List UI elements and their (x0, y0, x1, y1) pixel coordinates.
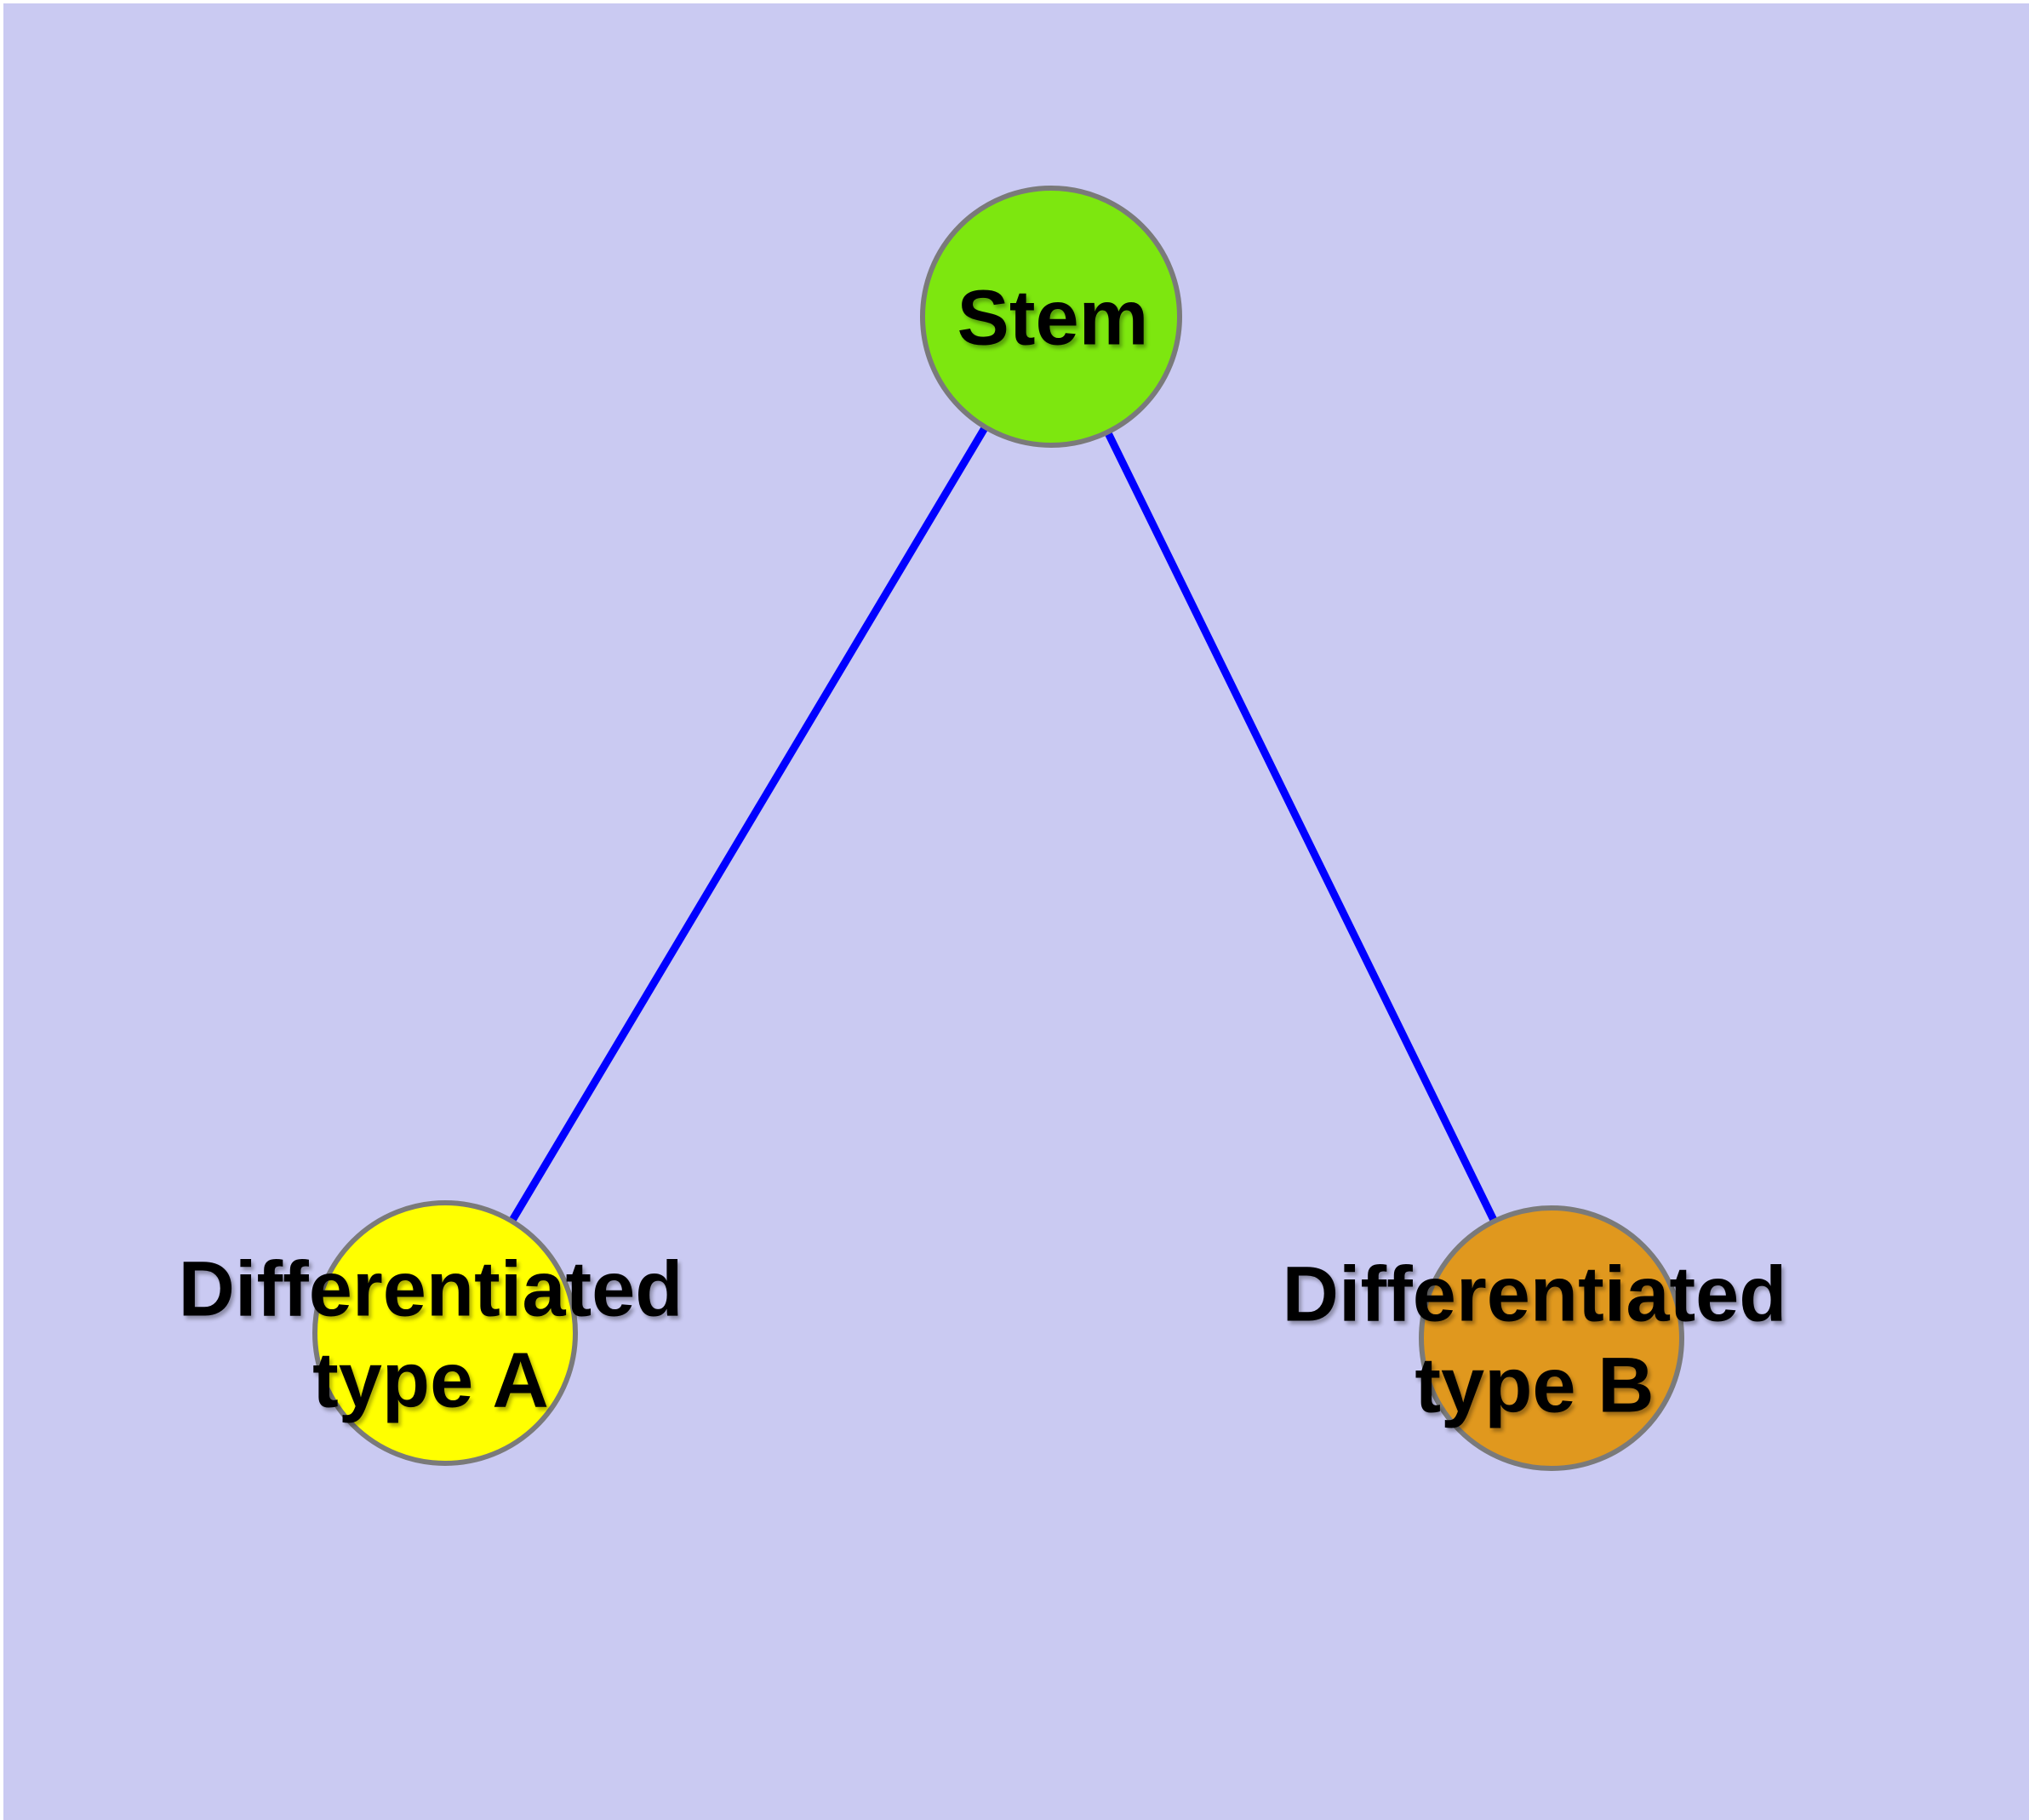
edge-stem-to-type-b (1047, 315, 1556, 1340)
node-circle-stem (920, 186, 1182, 448)
node-circle-type-a (312, 1200, 578, 1466)
edge-stem-to-type-a (442, 314, 1055, 1336)
node-circle-type-b (1419, 1205, 1684, 1471)
